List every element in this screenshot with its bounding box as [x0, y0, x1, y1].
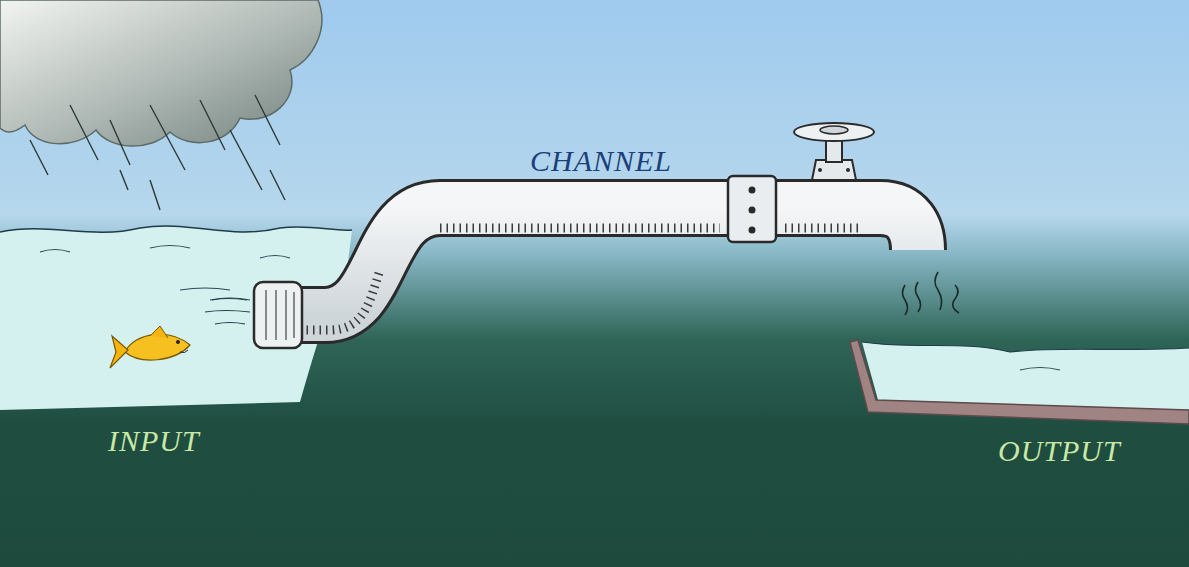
input-label: INPUT	[108, 426, 200, 456]
pipe-hatching	[300, 270, 380, 330]
pipe-coupling	[728, 176, 776, 242]
output-label: OUTPUT	[998, 436, 1121, 466]
input-lake	[0, 226, 352, 410]
rain	[30, 95, 285, 210]
output-basin-water	[862, 342, 1189, 410]
inlet-flange	[254, 282, 302, 348]
faucet-valve	[794, 123, 874, 180]
basin-surface	[862, 342, 1189, 352]
channel-label: CHANNEL	[530, 146, 672, 176]
inflow	[205, 299, 250, 325]
output-basin-rim	[850, 340, 1189, 424]
lake-surface	[0, 226, 352, 232]
ripples	[40, 246, 290, 301]
pipe	[285, 208, 918, 315]
fish	[110, 326, 190, 368]
pipe-outline	[285, 208, 918, 315]
water-drips	[903, 272, 960, 315]
ripples	[1020, 368, 1060, 371]
pipe-hatching	[440, 224, 860, 233]
